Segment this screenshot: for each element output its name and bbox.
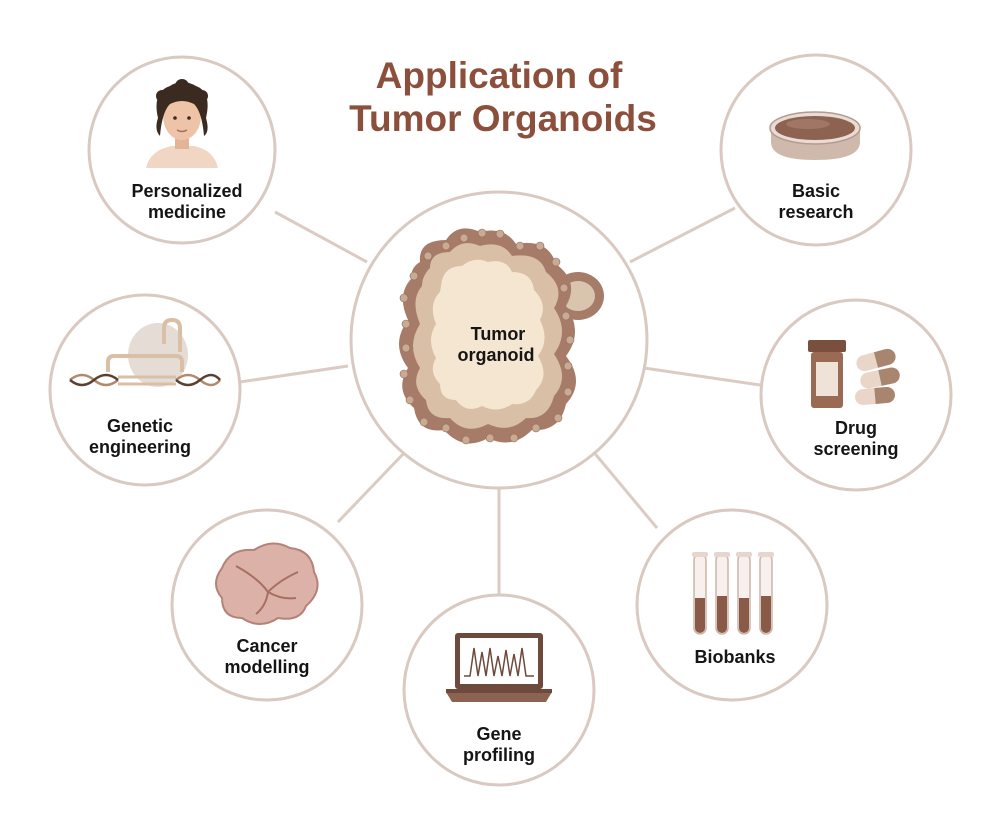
connector-genetic-engineering	[239, 364, 349, 384]
connector-biobanks	[590, 449, 659, 529]
node-label-biobanks: Biobanks	[694, 647, 775, 667]
node-label-basic-research-line-1: Basic	[792, 181, 840, 201]
dna-editing-icon	[69, 317, 221, 387]
pill-bottle-icon	[808, 340, 900, 408]
node-circle-genetic-engineering	[48, 293, 242, 487]
node-label-genetic-engineering-line-1: Genetic	[107, 416, 173, 436]
node-label-cancer-modelling-line-2: modelling	[225, 657, 310, 677]
node-circle-biobanks	[635, 508, 829, 702]
connector-cancer-modelling	[336, 450, 407, 524]
center-label-line-2: organoid	[458, 345, 535, 365]
person-portrait-icon	[146, 79, 218, 168]
connector-drug-screening	[643, 366, 761, 387]
test-tubes-icon	[692, 552, 774, 635]
connector-basic-research	[629, 206, 736, 264]
node-label-personalized-medicine-line-2: medicine	[148, 202, 226, 222]
node-label-gene-profiling-line-2: profiling	[463, 745, 535, 765]
node-label-cancer-modelling-line-1: Cancer	[236, 636, 297, 656]
connector-personalized-medicine	[274, 210, 368, 264]
node-label-basic-research-line-2: research	[778, 202, 853, 222]
title-line-1: Application of	[376, 55, 623, 96]
center-label-line-1: Tumor	[471, 324, 526, 344]
laptop-chromatogram-icon	[446, 633, 552, 702]
connectors	[239, 206, 761, 595]
node-label-gene-profiling-line-1: Gene	[476, 724, 521, 744]
node-label-genetic-engineering-line-2: engineering	[89, 437, 191, 457]
tumor-organoid-icon	[399, 228, 604, 445]
title-line-2: Tumor Organoids	[349, 98, 657, 139]
node-label-personalized-medicine-line-1: Personalized	[131, 181, 242, 201]
node-label-drug-screening-line-1: Drug	[835, 418, 877, 438]
petri-dish-icon	[769, 111, 861, 160]
node-label-drug-screening-line-2: screening	[813, 439, 898, 459]
diagram-title: Application of Tumor Organoids	[349, 55, 657, 139]
tissue-mass-icon	[215, 542, 319, 625]
